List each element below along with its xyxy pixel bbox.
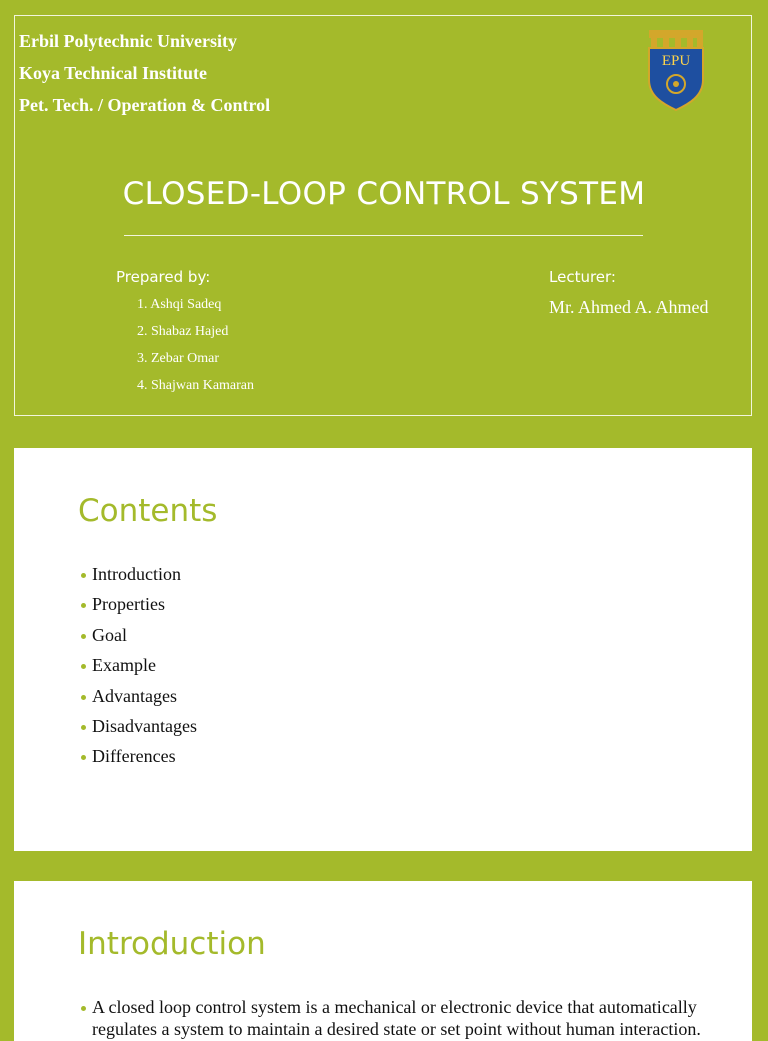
introduction-heading: Introduction — [78, 926, 266, 962]
contents-item: Disadvantages — [79, 715, 197, 745]
university-logo: EPU — [648, 30, 704, 112]
lecturer-name: Mr. Ahmed A. Ahmed — [549, 297, 709, 317]
prepared-by-item: 1. Ashqi Sadeq — [137, 297, 222, 312]
title-underline — [124, 235, 643, 236]
institute-name: Koya Technical Institute — [19, 63, 208, 83]
university-name: Erbil Polytechnic University — [19, 31, 237, 51]
introduction-list: A closed loop control system is a mechan… — [79, 996, 719, 1040]
prepared-by-item: 3. Zebar Omar — [137, 351, 220, 366]
contents-item: Example — [79, 654, 197, 684]
contents-slide: Contents Introduction Properties Goal Ex… — [0, 448, 768, 851]
contents-item: Differences — [79, 745, 197, 775]
presentation-title: CLOSED-LOOP CONTROL SYSTEM — [122, 176, 646, 212]
contents-heading: Contents — [78, 493, 218, 529]
department-name: Pet. Tech. / Operation & Control — [19, 95, 271, 115]
prepared-by-item: 4. Shajwan Kamaran — [137, 378, 255, 393]
slide-frame — [14, 15, 752, 416]
logo-text: EPU — [662, 53, 691, 69]
lecturer-label: Lecturer: — [549, 268, 616, 286]
prepared-by-list: 1. Ashqi Sadeq 2. Shabaz Hajed 3. Zebar … — [137, 296, 254, 404]
title-slide: Erbil Polytechnic University Koya Techni… — [0, 0, 768, 432]
contents-item: Properties — [79, 593, 197, 623]
prepared-by-item: 2. Shabaz Hajed — [137, 324, 229, 339]
contents-item: Goal — [79, 624, 197, 654]
contents-item: Introduction — [79, 563, 197, 593]
slide-card — [14, 448, 752, 851]
contents-list: Introduction Properties Goal Example Adv… — [79, 563, 197, 776]
introduction-bullet: A closed loop control system is a mechan… — [79, 996, 719, 1040]
contents-item: Advantages — [79, 685, 197, 715]
slide-card — [14, 881, 752, 1041]
prepared-by-label: Prepared by: — [116, 268, 211, 286]
introduction-slide: Introduction A closed loop control syste… — [0, 881, 768, 1041]
